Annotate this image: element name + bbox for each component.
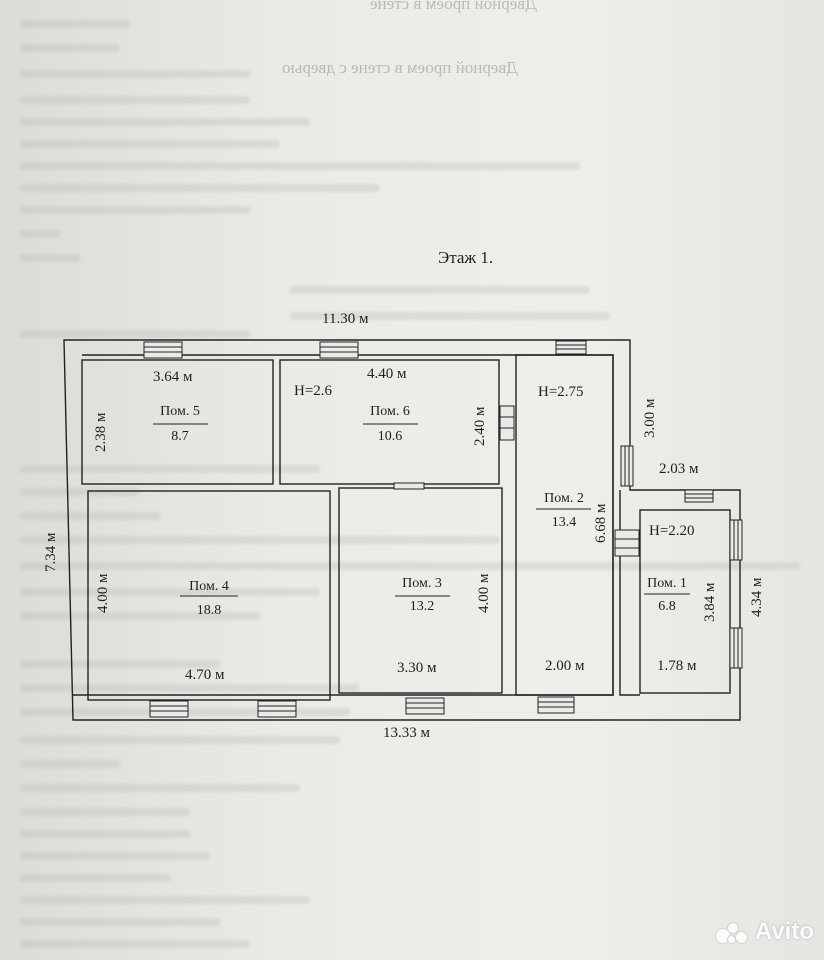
window-right-2 [729,519,743,561]
avito-logo-icon [714,920,749,944]
room-1-height: H=2.20 [649,523,695,539]
dim-top-width: 11.30 м [322,311,369,327]
dim-left-height: 7.34 м [43,532,59,573]
room-2-name: Пом. 2 [544,491,584,506]
window-right-3 [729,627,743,669]
annex-wall [619,490,640,696]
room-6-width: 4.40 м [367,366,407,382]
dim-room2-top: 3.00 м [642,398,658,439]
room-4-area: 18.8 [196,603,222,618]
room-5-outline [81,359,274,485]
window-top-3 [555,340,587,355]
window-top-1 [143,341,183,359]
room-6-outline [279,359,500,485]
room-6-name: Пом. 6 [370,404,410,419]
room-1-length: 3.84 м [702,582,718,623]
room-2-length: 6.68 м [593,503,609,544]
room-4-width: 4.70 м [185,667,225,683]
room-4-length: 4.00 м [95,573,111,614]
room-1-outline [639,509,731,694]
door-2-1 [614,529,640,557]
dim-bottom-width: 13.33 м [383,725,430,741]
room-1-area: 6.8 [658,599,676,614]
door-6-2 [499,405,515,441]
room-1-width: 1.78 м [657,658,697,674]
room-4-name: Пом. 4 [189,579,229,594]
room-5-length: 2.38 м [93,412,109,453]
room-5-area: 8.7 [171,429,189,444]
room-3-area: 13.2 [409,599,435,614]
floor-title: Этаж 1. [438,248,494,267]
room-4-outline [87,490,331,701]
dim-room1-outer: 4.34 м [749,577,765,618]
room-5-width: 3.64 м [153,369,193,385]
room-3-length: 4.00 м [476,573,492,614]
room-6-height: H=2.6 [294,383,333,399]
window-bottom-4 [537,696,575,714]
avito-watermark: Avito [714,918,814,946]
window-bottom-2 [257,700,297,718]
room-6-length: 2.40 м [472,406,488,447]
window-top-2 [319,341,359,359]
room-2-outline [515,354,614,696]
window-bottom-3 [405,697,445,715]
room-2-height: H=2.75 [538,384,584,400]
room-1-name: Пом. 1 [647,576,687,591]
room-6-area: 10.6 [377,429,403,444]
outer-wall-outer [63,339,741,721]
room-3-name: Пом. 3 [402,576,442,591]
room-3-width: 3.30 м [397,660,437,676]
room-2-width: 2.00 м [545,658,585,674]
avito-logo-text: Avito [754,918,814,945]
window-right-1 [620,445,634,487]
window-annex-top [684,489,714,503]
dim-room1-top: 2.03 м [659,461,699,477]
window-bottom-1 [149,700,189,718]
room-2-area: 13.4 [551,515,577,530]
room-5-name: Пом. 5 [160,404,200,419]
door-6-3 [393,482,425,490]
